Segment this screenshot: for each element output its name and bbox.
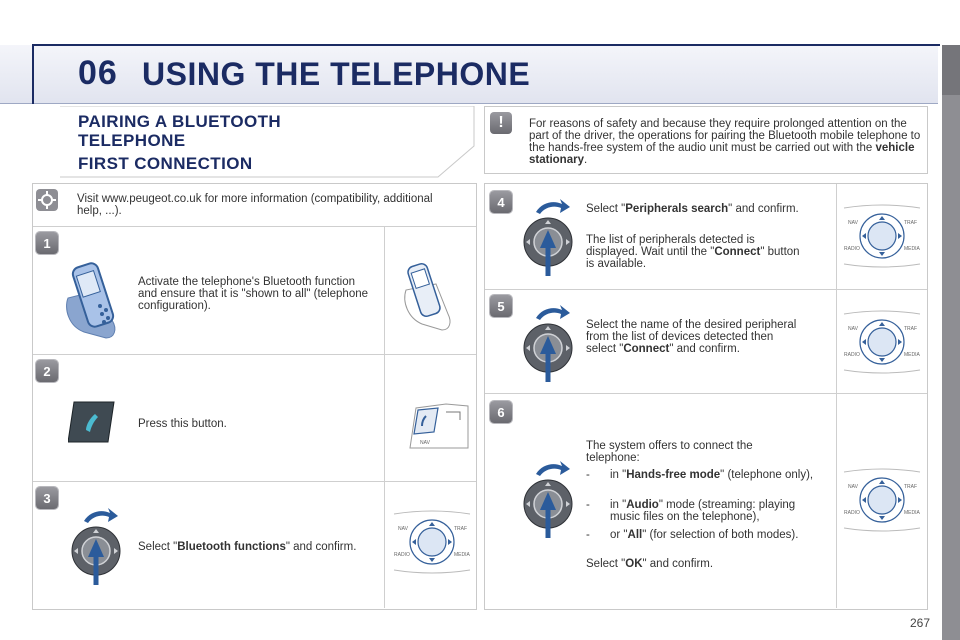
svg-text:NAV: NAV bbox=[398, 526, 409, 532]
rotary-knob-icon bbox=[523, 199, 573, 276]
divider bbox=[836, 184, 837, 608]
section-title-line1: PAIRING A BLUETOOTH bbox=[78, 112, 282, 131]
phone-hand-icon bbox=[66, 262, 116, 339]
title-frame bbox=[60, 106, 475, 178]
phone-hand-thumbnail bbox=[404, 262, 451, 331]
chapter-title: USING THE TELEPHONE bbox=[142, 56, 531, 92]
step-6-badge: 6 bbox=[490, 401, 512, 423]
svg-text:TRAF: TRAF bbox=[904, 326, 917, 332]
rotary-knob-icon bbox=[523, 305, 573, 382]
page-number: 267 bbox=[909, 616, 930, 630]
rotary-knob-icon bbox=[71, 508, 121, 585]
control-panel-thumbnail: NAV TRAF RADIO MEDIA bbox=[843, 310, 921, 374]
chapter-number: 06 bbox=[78, 54, 118, 92]
divider bbox=[485, 289, 927, 290]
control-panel-thumbnail: NAV TRAF RADIO MEDIA bbox=[393, 510, 471, 574]
section-title-line3: FIRST CONNECTION bbox=[78, 154, 253, 173]
divider bbox=[485, 393, 927, 394]
warning-text: For reasons of safety and because they r… bbox=[529, 118, 921, 166]
svg-text:NAV: NAV bbox=[848, 220, 859, 226]
chapter-tab-sidebar bbox=[942, 45, 960, 640]
warning-icon: ! bbox=[490, 112, 512, 134]
header-band bbox=[0, 45, 938, 104]
svg-text:MEDIA: MEDIA bbox=[454, 552, 471, 558]
svg-text:NAV: NAV bbox=[420, 440, 431, 446]
step-5-badge: 5 bbox=[490, 295, 512, 317]
svg-text:RADIO: RADIO bbox=[844, 246, 860, 252]
step-4-text-2: The list of peripherals detected is disp… bbox=[586, 234, 800, 270]
svg-text:TRAF: TRAF bbox=[904, 220, 917, 226]
phone-button-icon bbox=[68, 401, 115, 443]
step-6-option-audio: -in "Audio" mode (streaming: playing mus… bbox=[586, 499, 796, 523]
divider bbox=[33, 481, 476, 482]
step-1-badge: 1 bbox=[36, 232, 58, 254]
step-5-text: Select the name of the desired periphera… bbox=[586, 319, 797, 355]
svg-text:RADIO: RADIO bbox=[844, 510, 860, 516]
svg-text:MEDIA: MEDIA bbox=[904, 352, 921, 358]
step-6-intro: The system offers to connect the telepho… bbox=[586, 440, 753, 464]
svg-text:NAV: NAV bbox=[848, 484, 859, 490]
control-panel-thumbnail: NAV TRAF RADIO MEDIA bbox=[843, 468, 921, 532]
step-4-badge: 4 bbox=[490, 191, 512, 213]
step-2-text: Press this button. bbox=[138, 418, 227, 430]
svg-text:MEDIA: MEDIA bbox=[904, 510, 921, 516]
control-panel-thumbnail: NAV TRAF RADIO MEDIA bbox=[843, 204, 921, 268]
svg-text:MEDIA: MEDIA bbox=[904, 246, 921, 252]
svg-text:NAV: NAV bbox=[848, 326, 859, 332]
svg-text:RADIO: RADIO bbox=[394, 552, 410, 558]
svg-text:RADIO: RADIO bbox=[844, 352, 860, 358]
header-outline bbox=[32, 44, 940, 104]
gear-info-icon bbox=[36, 189, 58, 211]
chapter-tab-marker bbox=[942, 45, 960, 95]
info-text: Visit www.peugeot.co.uk for more informa… bbox=[77, 193, 433, 217]
step-6-option-hands-free: -in "Hands-free mode" (telephone only), bbox=[586, 469, 814, 481]
svg-text:TRAF: TRAF bbox=[454, 526, 467, 532]
step-4-text-1: Select "Peripherals search" and confirm. bbox=[586, 203, 799, 215]
step-6-outro: Select "OK" and confirm. bbox=[586, 558, 714, 570]
svg-text:TRAF: TRAF bbox=[904, 484, 917, 490]
divider bbox=[33, 354, 476, 355]
divider bbox=[384, 227, 385, 608]
step-2-badge: 2 bbox=[36, 360, 58, 382]
step-3-text: Select "Bluetooth functions" and confirm… bbox=[138, 541, 357, 553]
warning-box bbox=[484, 106, 928, 174]
divider bbox=[33, 226, 476, 227]
step-1-text: Activate the telephone's Bluetooth funct… bbox=[138, 276, 368, 312]
dashboard-buttons-thumbnail: NAV bbox=[409, 403, 469, 449]
step-6-option-all: -or "All" (for selection of both modes). bbox=[586, 529, 799, 541]
rotary-knob-icon bbox=[523, 461, 573, 538]
step-3-badge: 3 bbox=[36, 487, 58, 509]
section-title-line2: TELEPHONE bbox=[78, 131, 186, 150]
